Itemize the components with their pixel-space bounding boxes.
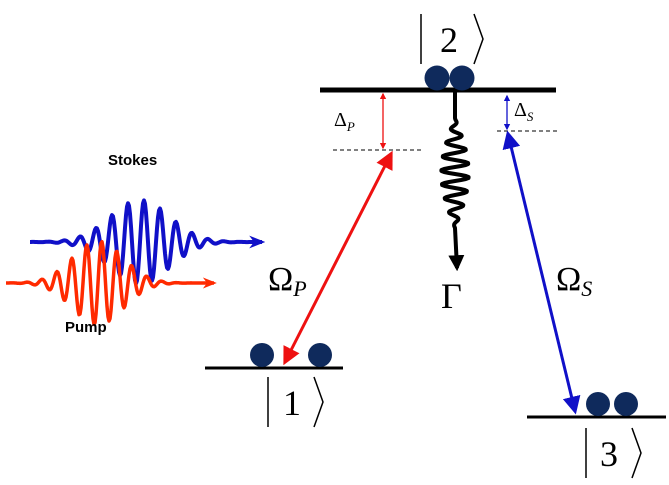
stokes-coupling-arrow [502,130,581,415]
population-level-2 [424,65,475,91]
stokes-detuning-label: ΔS [514,99,534,124]
svg-text:1: 1 [283,383,301,423]
svg-text:2: 2 [440,20,458,60]
ket-1-label: 1 [267,376,324,428]
pump-pulse-label: Pump [65,319,107,336]
pump-coupling-arrow [283,150,393,366]
decay-wavy-arrow [439,92,471,272]
pump-detuning-label: ΔP [334,109,355,134]
svg-text:3: 3 [600,434,618,474]
ket-3-label: 3 [585,427,642,479]
stokes-pulse-label: Stokes [108,152,157,169]
decay-label: Γ [441,276,462,316]
pump-rabi-label: ΩP [268,261,307,301]
population-level-3 [586,392,638,416]
pump-pulse-waveform [5,239,217,327]
stokes-rabi-label: ΩS [556,261,592,301]
stokes-pulse-waveform [29,198,266,286]
ket-2-label: 2 [420,13,484,65]
population-level-1 [250,343,332,367]
